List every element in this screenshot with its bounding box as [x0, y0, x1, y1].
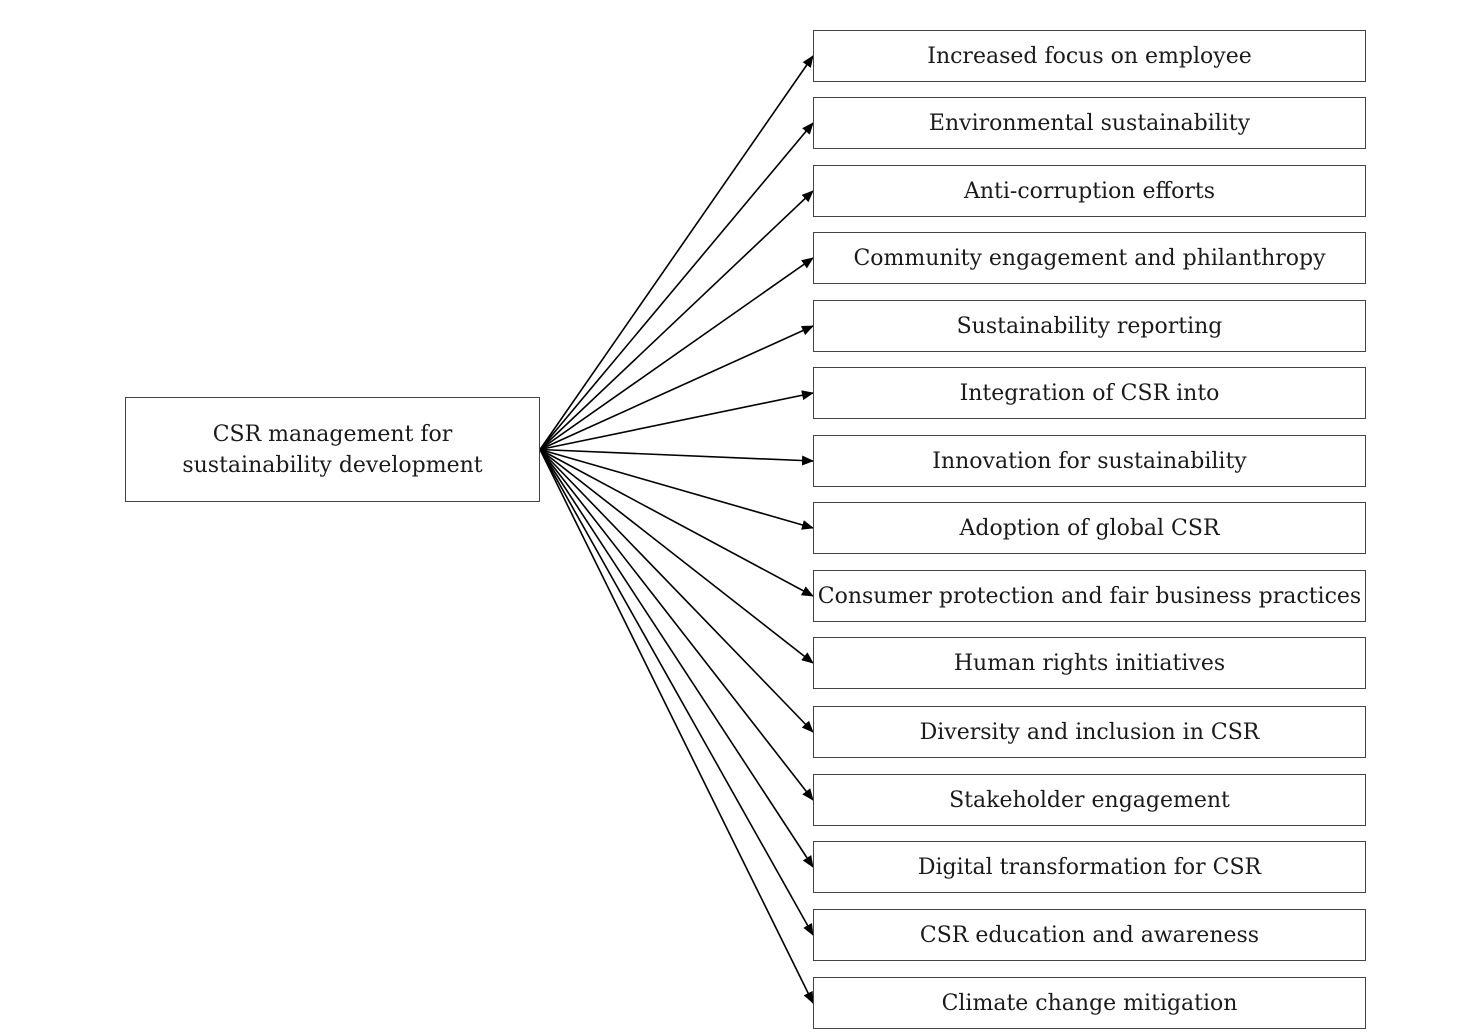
- connector-arrow: [539, 448, 814, 466]
- target-node: Increased focus on employee: [813, 30, 1366, 82]
- connector-arrow: [539, 448, 814, 530]
- target-node-label: Digital transformation for CSR: [917, 854, 1262, 880]
- target-node: Consumer protection and fair business pr…: [813, 570, 1366, 622]
- target-node: Adoption of global CSR: [813, 502, 1366, 554]
- target-node-label: Consumer protection and fair business pr…: [817, 583, 1362, 609]
- target-node-label: Innovation for sustainability: [932, 448, 1247, 474]
- target-node-label: CSR education and awareness: [919, 922, 1260, 948]
- target-node-label: Human rights initiatives: [953, 650, 1226, 676]
- target-node-label: Anti-corruption efforts: [963, 178, 1216, 204]
- source-node-label: CSR management for sustainability develo…: [182, 421, 483, 478]
- connector-arrow: [539, 449, 814, 1004]
- target-node: Community engagement and philanthropy: [813, 232, 1366, 284]
- target-node-label: Adoption of global CSR: [959, 515, 1220, 541]
- source-node: CSR management for sustainability develo…: [125, 397, 540, 502]
- connector-arrow: [539, 257, 814, 451]
- connector-arrow: [539, 325, 814, 451]
- target-node-label: Increased focus on employee: [927, 43, 1252, 69]
- target-node: Environmental sustainability: [813, 97, 1366, 149]
- target-node: Integration of CSR into: [813, 367, 1366, 419]
- connector-arrow: [539, 449, 814, 936]
- connector-arrow: [539, 449, 814, 868]
- target-node: CSR education and awareness: [813, 909, 1366, 961]
- connector-arrow: [539, 448, 814, 664]
- target-node-label: Sustainability reporting: [956, 313, 1223, 339]
- connector-arrow: [539, 55, 814, 450]
- target-node: Diversity and inclusion in CSR: [813, 706, 1366, 758]
- connector-arrow: [539, 190, 814, 451]
- target-node-label: Environmental sustainability: [928, 110, 1251, 136]
- connector-arrow: [539, 449, 814, 801]
- connector-arrow: [539, 390, 814, 451]
- target-node-label: Integration of CSR into: [959, 380, 1220, 406]
- connector-arrow: [539, 448, 814, 733]
- target-node-label: Community engagement and philanthropy: [853, 245, 1326, 271]
- target-node: Stakeholder engagement: [813, 774, 1366, 826]
- target-node-label: Stakeholder engagement: [949, 787, 1230, 813]
- connector-arrow: [539, 448, 814, 597]
- connector-arrow: [539, 122, 814, 451]
- target-node: Digital transformation for CSR: [813, 841, 1366, 893]
- target-node: Sustainability reporting: [813, 300, 1366, 352]
- target-node: Human rights initiatives: [813, 637, 1366, 689]
- target-node: Anti-corruption efforts: [813, 165, 1366, 217]
- target-node: Climate change mitigation: [813, 977, 1366, 1029]
- target-node: Innovation for sustainability: [813, 435, 1366, 487]
- target-node-label: Climate change mitigation: [941, 990, 1238, 1016]
- target-node-label: Diversity and inclusion in CSR: [919, 719, 1260, 745]
